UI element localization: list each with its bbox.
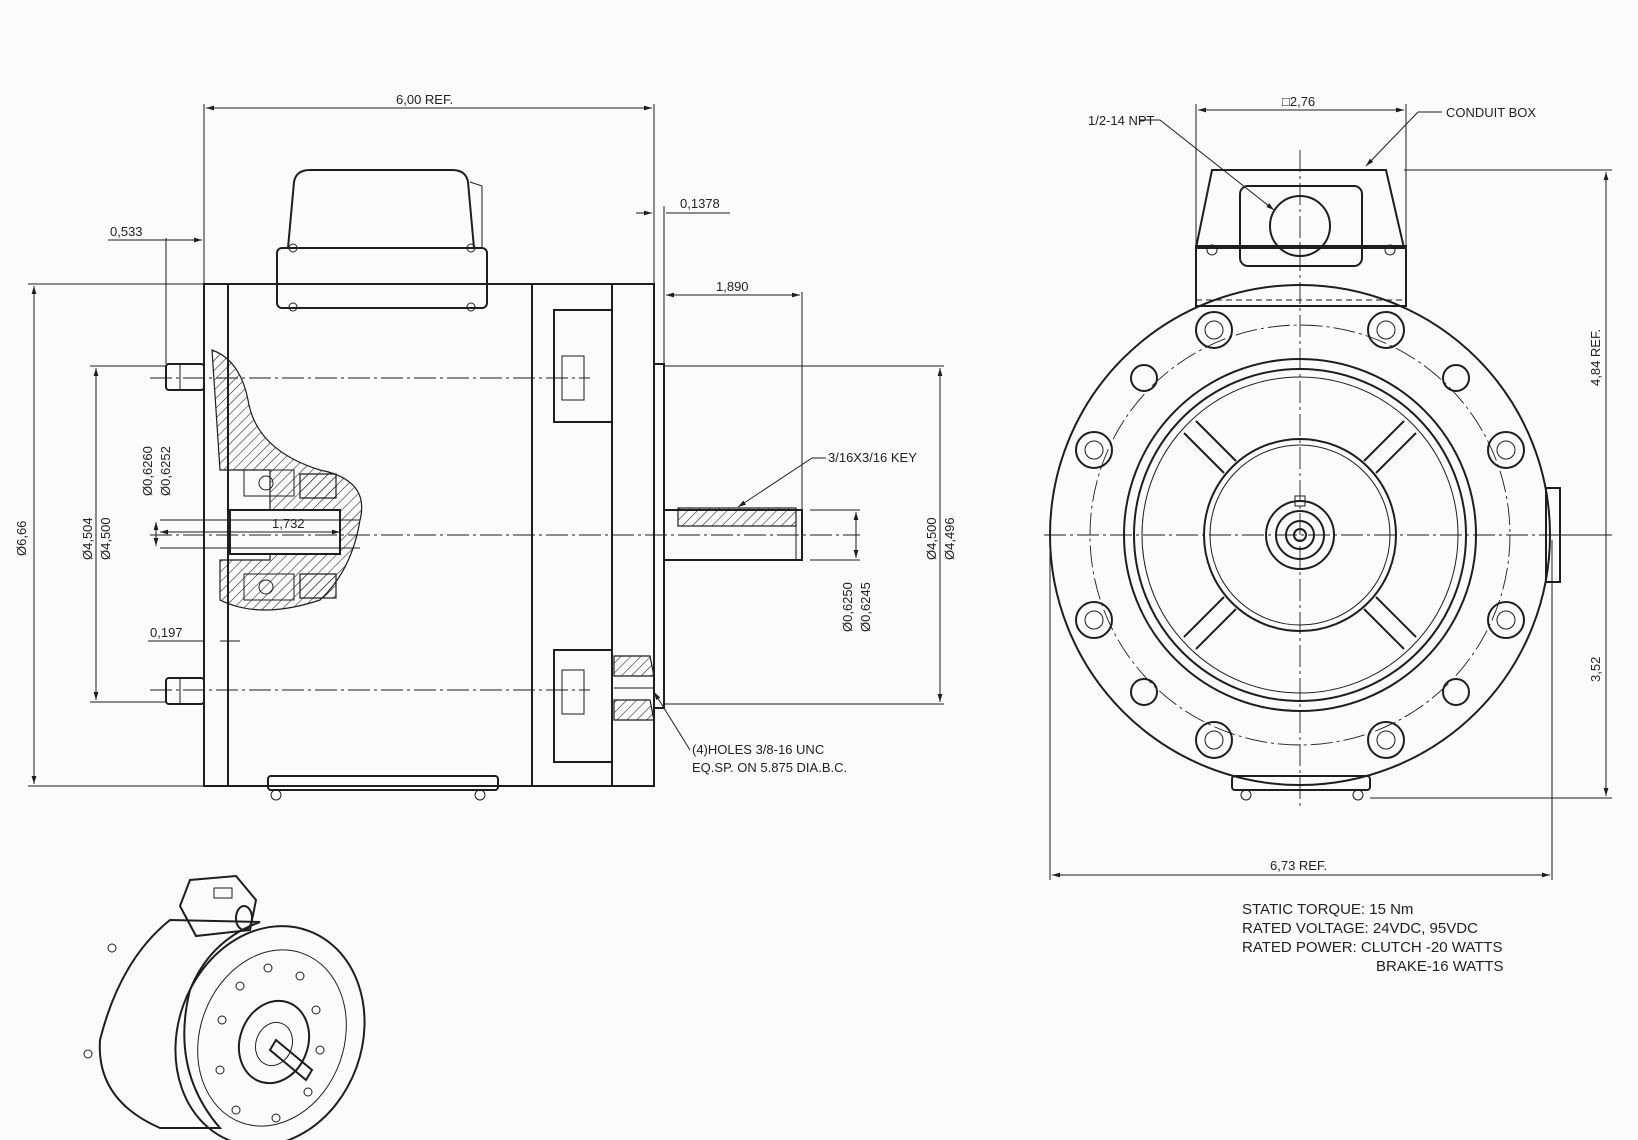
bore-dia-min-label: Ø0,6252 — [158, 446, 173, 496]
spec-notes: STATIC TORQUE: 15 Nm RATED VOLTAGE: 24VD… — [1242, 901, 1504, 975]
side-view — [150, 169, 860, 801]
shaft-length-label: 1,890 — [716, 279, 749, 294]
rated-power-note: RATED POWER: CLUTCH -20 WATTS — [1242, 939, 1503, 956]
body-dia-label: Ø6,66 — [14, 521, 29, 556]
flange-thickness-label: 0,1378 — [680, 196, 720, 211]
holes-label-1: (4)HOLES 3/8-16 UNC — [692, 742, 824, 757]
spokes — [1183, 420, 1417, 650]
shaft-dia-min-label: Ø0,6245 — [858, 582, 873, 632]
key-label: 3/16X3/16 KEY — [828, 450, 917, 465]
conduit-box-label: CONDUIT BOX — [1446, 105, 1536, 120]
front-labels: □2,76 1/2-14 NPT CONDUIT BOX 4,84 REF. 3… — [1088, 94, 1603, 873]
side-foot — [267, 775, 499, 801]
rear-pilot-studs — [165, 363, 205, 705]
bore-dia-max-label: Ø0,6260 — [140, 446, 155, 496]
shaft-dia-max-label: Ø0,6250 — [840, 582, 855, 632]
rear-offset-label: 0,533 — [110, 224, 143, 239]
holes-label-2: EQ.SP. ON 5.875 DIA.B.C. — [692, 760, 847, 775]
front-view — [1044, 150, 1561, 808]
front-pilot-max-label: Ø4,500 — [924, 517, 939, 560]
bore-depth-label: 1,732 — [272, 516, 305, 531]
overall-length-label: 6,00 REF. — [396, 92, 453, 107]
front-dimensions — [1049, 104, 1612, 880]
height-ref-label: 4,84 REF. — [1588, 329, 1603, 386]
side-labels: 6,00 REF. 0,1378 0,533 1,890 3/16X3/16 K… — [14, 92, 957, 775]
output-shaft — [663, 507, 803, 561]
rear-pilot-min-label: Ø4,500 — [98, 517, 113, 560]
side-dimensions — [28, 104, 944, 787]
front-foot — [1231, 775, 1371, 791]
width-ref-label: 6,73 REF. — [1270, 858, 1327, 873]
bolt-holes — [1075, 311, 1525, 759]
static-torque-note: STATIC TORQUE: 15 Nm — [1242, 901, 1413, 918]
pilot-thickness-label: 0,197 — [150, 625, 183, 640]
rated-voltage-note: RATED VOLTAGE: 24VDC, 95VDC — [1242, 920, 1478, 937]
brake-power-note: BRAKE-16 WATTS — [1376, 958, 1504, 975]
npt-label: 1/2-14 NPT — [1088, 113, 1155, 128]
side-conduit-box — [276, 169, 488, 312]
isometric-view — [83, 874, 366, 1140]
conduit-square-label: □2,76 — [1282, 94, 1315, 109]
flange-bolts — [553, 309, 655, 763]
center-height-label: 3,52 — [1588, 657, 1603, 682]
rear-pilot-max-label: Ø4,504 — [80, 517, 95, 560]
front-pilot-min-label: Ø4,496 — [942, 517, 957, 560]
